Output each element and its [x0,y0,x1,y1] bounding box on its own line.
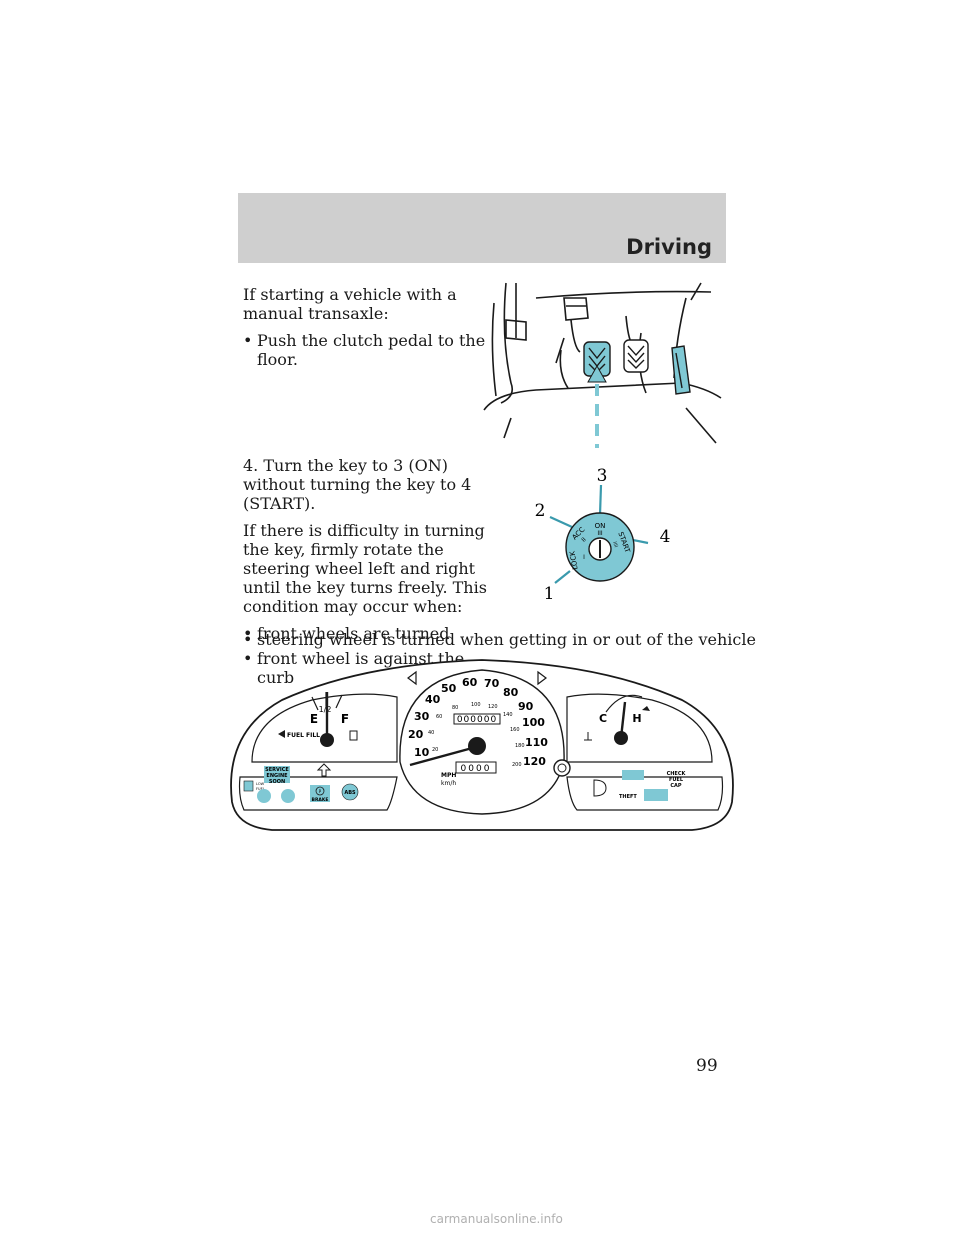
instrument-cluster: 1/2 E F FUEL FILL 10 20 30 40 50 60 70 8… [230,659,734,831]
kmh-80: 80 [452,705,458,711]
kmh-40: 40 [428,730,434,736]
kmh-100: 100 [471,702,481,708]
check-fuel-cap-2: FUEL [669,777,684,783]
headlamp-icon [593,779,607,797]
brake-p-letter: P [319,789,322,794]
left-warning-lights: LOW FUEL SERVICE ENGINE SOON P BRAKE ABS [243,763,359,803]
fuel-pump-icon [349,730,358,741]
fuel-half-label: 1/2 [319,705,332,714]
temp-hot-label: H [632,712,641,725]
step4-instruction: 4. Turn the key to 3 (ON) without turnin… [243,456,472,513]
kmh-180: 180 [515,743,525,749]
condition-bullet-3: steering wheel is turned when getting in… [243,630,757,649]
abs-icon [341,783,359,801]
left-turn-arrow-icon [407,670,417,686]
seatbelt-icon [281,789,295,803]
mph-40: 40 [425,693,441,706]
kmh-20: 20 [432,747,438,753]
low-fuel-icon [243,780,254,792]
condition-bullet-2: front wheel is against the curb [243,649,488,687]
check-fuel-cap-1: CHECK [667,771,687,777]
coolant-temp-icon [584,732,592,741]
service-engine-soon-1: SERVICE [265,767,289,773]
header-band: Driving [238,193,726,263]
oil-pressure-icon [644,789,668,801]
mph-60: 60 [462,676,478,689]
mph-100: 100 [522,716,545,729]
units-kmh: km/h [441,780,456,787]
ignition-lock-num: I [583,554,585,561]
callout-3: 3 [597,466,608,486]
upshift-icon [316,763,332,777]
odometer: 000000 [457,715,497,725]
kmh-scale: 20 40 60 80 100 120 140 160 180 200 [428,702,525,768]
mph-90: 90 [518,700,534,713]
temp-gauge: C H [584,694,650,745]
fuel-empty-label: E [310,712,318,726]
ignition-lock-label: LOCK [568,550,579,570]
mph-10: 10 [414,746,430,759]
service-engine-soon-3: SOON [269,779,285,785]
mph-80: 80 [503,686,519,699]
kmh-160: 160 [510,727,520,733]
clutch-bullet: Push the clutch pedal to the floor. [243,331,488,369]
callout-1: 1 [544,584,555,604]
mph-110: 110 [525,736,548,749]
brake-label: BRAKE [312,797,329,803]
section-title: Driving [626,235,712,259]
low-fuel-text-2: FUEL [256,787,265,791]
kmh-120: 120 [488,704,498,710]
mph-20: 20 [408,728,424,741]
callout-4: 4 [660,527,671,547]
hot-marker-icon [642,706,650,711]
fuel-full-label: F [341,712,349,726]
kmh-60: 60 [436,714,442,720]
ignition-acc-num: II [580,536,588,544]
right-warning-lights: CHECK FUEL CAP THEFT [593,770,687,801]
ignition-on-num: III [597,530,603,537]
fuel-fill-label: FUEL FILL [287,732,320,739]
watermark: carmanualsonline.info [430,1212,563,1226]
mph-120: 120 [523,755,546,768]
right-turn-arrow-icon [537,670,547,686]
abs-label: ABS [344,790,356,796]
mph-30: 30 [414,710,430,723]
service-engine-soon-2: ENGINE [266,773,288,779]
speedo-needle [409,745,477,767]
manual-intro: If starting a vehicle with a manual tran… [243,285,457,323]
ignition-start-num: IIII [611,541,619,549]
manual-transaxle-text: If starting a vehicle with a manual tran… [243,285,488,375]
odometer-window [453,713,501,725]
fuel-gauge: 1/2 E F FUEL FILL [278,692,358,747]
airbag-icon [257,789,271,803]
mph-50: 50 [441,682,457,695]
temp-cold-label: C [599,712,607,725]
check-fuel-cap-3: CAP [670,783,682,789]
speedometer: 10 20 30 40 50 60 70 80 90 100 110 120 [408,676,548,768]
ignition-illustration: ON III ACC II LOCK I START IIII 3 2 4 1 [535,466,671,604]
low-fuel-text-1: LOW [256,782,265,786]
page-number: 99 [696,1056,718,1076]
theft-label: THEFT [619,794,637,800]
callout-2: 2 [535,501,546,521]
battery-icon [622,770,644,780]
pedal-illustration [483,282,722,448]
ignition-on-label: ON [595,522,606,530]
kmh-200: 200 [512,762,522,768]
units-mph: MPH [441,772,456,779]
kmh-140: 140 [503,712,513,718]
difficulty-paragraph: If there is difficulty in turning the ke… [243,521,487,616]
trip-odometer: 0000 [461,764,492,774]
trip-window [455,761,497,774]
mph-70: 70 [484,677,500,690]
